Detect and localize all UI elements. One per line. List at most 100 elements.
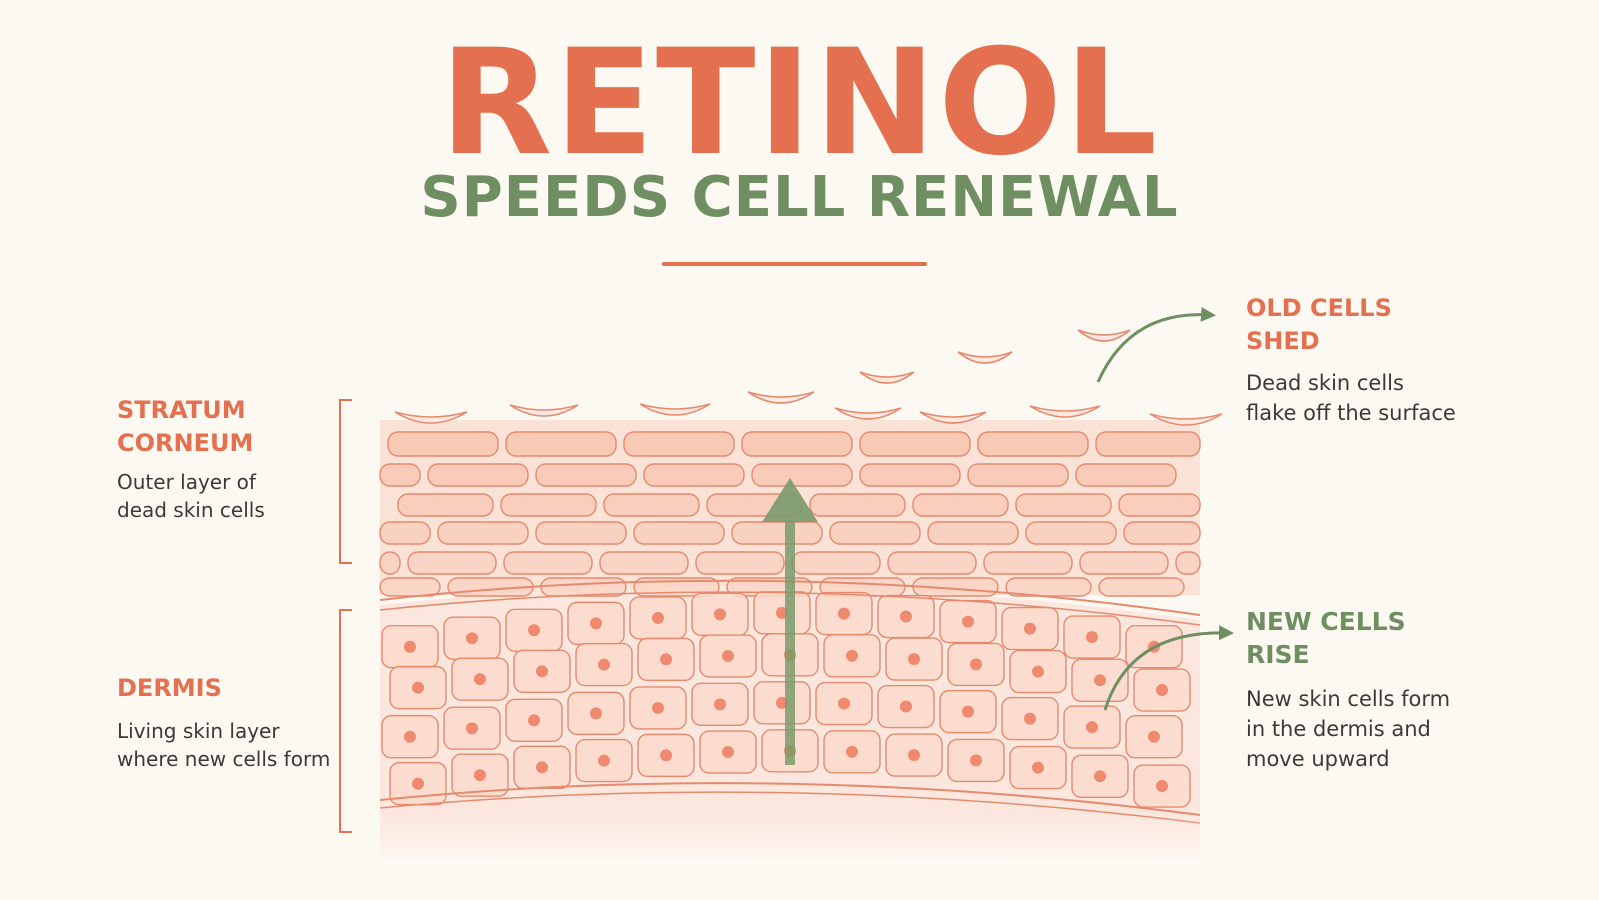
- stratum-corneum-heading: STRATUM CORNEUM: [117, 396, 254, 457]
- shed-flake: [1149, 413, 1223, 426]
- stratum-cell: [741, 431, 853, 457]
- cell-nucleus: [970, 658, 982, 671]
- stratum-cell: [1175, 551, 1201, 575]
- shed-flake: [509, 404, 579, 417]
- cell-nucleus: [900, 610, 912, 623]
- cell-nucleus: [652, 701, 664, 714]
- stratum-cell: [1015, 493, 1112, 517]
- shed-flake: [1029, 405, 1101, 418]
- stratum-cell: [977, 431, 1089, 457]
- cell-nucleus: [838, 607, 850, 620]
- stratum-cell: [379, 463, 421, 487]
- cell-nucleus: [722, 650, 734, 663]
- shed-flake: [859, 371, 915, 384]
- stratum-cell: [633, 521, 725, 545]
- stratum-cell: [1095, 431, 1201, 457]
- cell-nucleus: [1086, 631, 1098, 644]
- cell-nucleus: [714, 608, 726, 621]
- cell-nucleus: [412, 681, 424, 694]
- stratum-cell: [983, 551, 1073, 575]
- cell-nucleus: [722, 746, 734, 759]
- cell-nucleus: [962, 705, 974, 718]
- dermis-heading: DERMIS: [117, 674, 222, 702]
- stratum-cell: [535, 463, 637, 487]
- cell-nucleus: [1032, 665, 1044, 678]
- cell-nucleus: [1156, 684, 1168, 697]
- stratum-cell: [1098, 577, 1185, 597]
- cell-nucleus: [652, 611, 664, 624]
- shed-flake: [639, 403, 711, 416]
- shed-flake: [957, 351, 1013, 364]
- shedding-flakes: [394, 329, 1223, 426]
- stratum-cell: [859, 463, 961, 487]
- stratum-cell: [505, 431, 617, 457]
- dermis-base-line: [379, 782, 1201, 816]
- stratum-cell: [503, 551, 593, 575]
- cell-nucleus: [536, 665, 548, 678]
- cell-nucleus: [590, 617, 602, 630]
- dermis-base-line-2: [379, 791, 1201, 824]
- page-title: RETINOL: [439, 18, 1160, 188]
- cell-nucleus: [474, 673, 486, 686]
- stratum-cell: [437, 521, 529, 545]
- stratum-cell: [829, 521, 921, 545]
- cell-nucleus: [528, 624, 540, 637]
- stratum-cell: [1079, 551, 1169, 575]
- stratum-cell: [379, 551, 401, 575]
- shed-flake: [1077, 329, 1131, 342]
- cell-nucleus: [660, 653, 672, 666]
- stratum-cell: [623, 431, 735, 457]
- stratum-bracket: [339, 399, 352, 564]
- shed-flake: [834, 407, 902, 420]
- stratum-cell: [407, 551, 497, 575]
- stratum-cell: [731, 521, 823, 545]
- old-cells-heading: OLD CELLS SHED: [1246, 294, 1392, 355]
- cell-nucleus: [908, 653, 920, 666]
- cell-nucleus: [474, 769, 486, 782]
- stratum-cell: [859, 431, 971, 457]
- stratum-cell: [809, 493, 906, 517]
- cell-nucleus: [412, 777, 424, 790]
- cell-nucleus: [1032, 761, 1044, 774]
- cell-nucleus: [1024, 622, 1036, 635]
- stratum-cell: [887, 551, 977, 575]
- cell-nucleus: [900, 700, 912, 713]
- stratum-cell: [912, 493, 1009, 517]
- stratum-cell: [1025, 521, 1117, 545]
- stratum-corneum-description: Outer layer of dead skin cells: [117, 470, 265, 522]
- cell-nucleus: [536, 761, 548, 774]
- stratum-cell: [643, 463, 745, 487]
- stratum-cell: [927, 521, 1019, 545]
- cell-nucleus: [1086, 721, 1098, 734]
- cell-nucleus: [1148, 730, 1160, 743]
- stratum-cell: [397, 493, 494, 517]
- dermis-description: Living skin layer where new cells form: [117, 719, 331, 771]
- cell-nucleus: [714, 698, 726, 711]
- cell-nucleus: [466, 722, 478, 735]
- cell-nucleus: [404, 730, 416, 743]
- dermis-bracket: [339, 609, 352, 833]
- title-divider: [662, 262, 927, 266]
- new-cells-description: New skin cells form in the dermis and mo…: [1246, 687, 1451, 771]
- cell-nucleus: [908, 749, 920, 762]
- stratum-cell: [427, 463, 529, 487]
- cell-nucleus: [970, 754, 982, 767]
- stratum-cell: [535, 521, 627, 545]
- cell-nucleus: [846, 745, 858, 758]
- cell-nucleus: [846, 649, 858, 662]
- stratum-cell: [603, 493, 700, 517]
- cell-nucleus: [590, 707, 602, 720]
- shed-flake: [919, 411, 987, 424]
- cell-nucleus: [838, 697, 850, 710]
- shed-flake: [747, 391, 815, 404]
- cell-nucleus: [404, 640, 416, 653]
- stratum-cell: [379, 521, 431, 545]
- cell-nucleus: [466, 632, 478, 645]
- new-cells-heading: NEW CELLS RISE: [1246, 607, 1406, 669]
- stratum-cell: [1075, 463, 1177, 487]
- stratum-cell: [1118, 493, 1201, 517]
- cell-nucleus: [962, 615, 974, 628]
- stratum-cell: [695, 551, 785, 575]
- stratum-cell: [379, 577, 441, 597]
